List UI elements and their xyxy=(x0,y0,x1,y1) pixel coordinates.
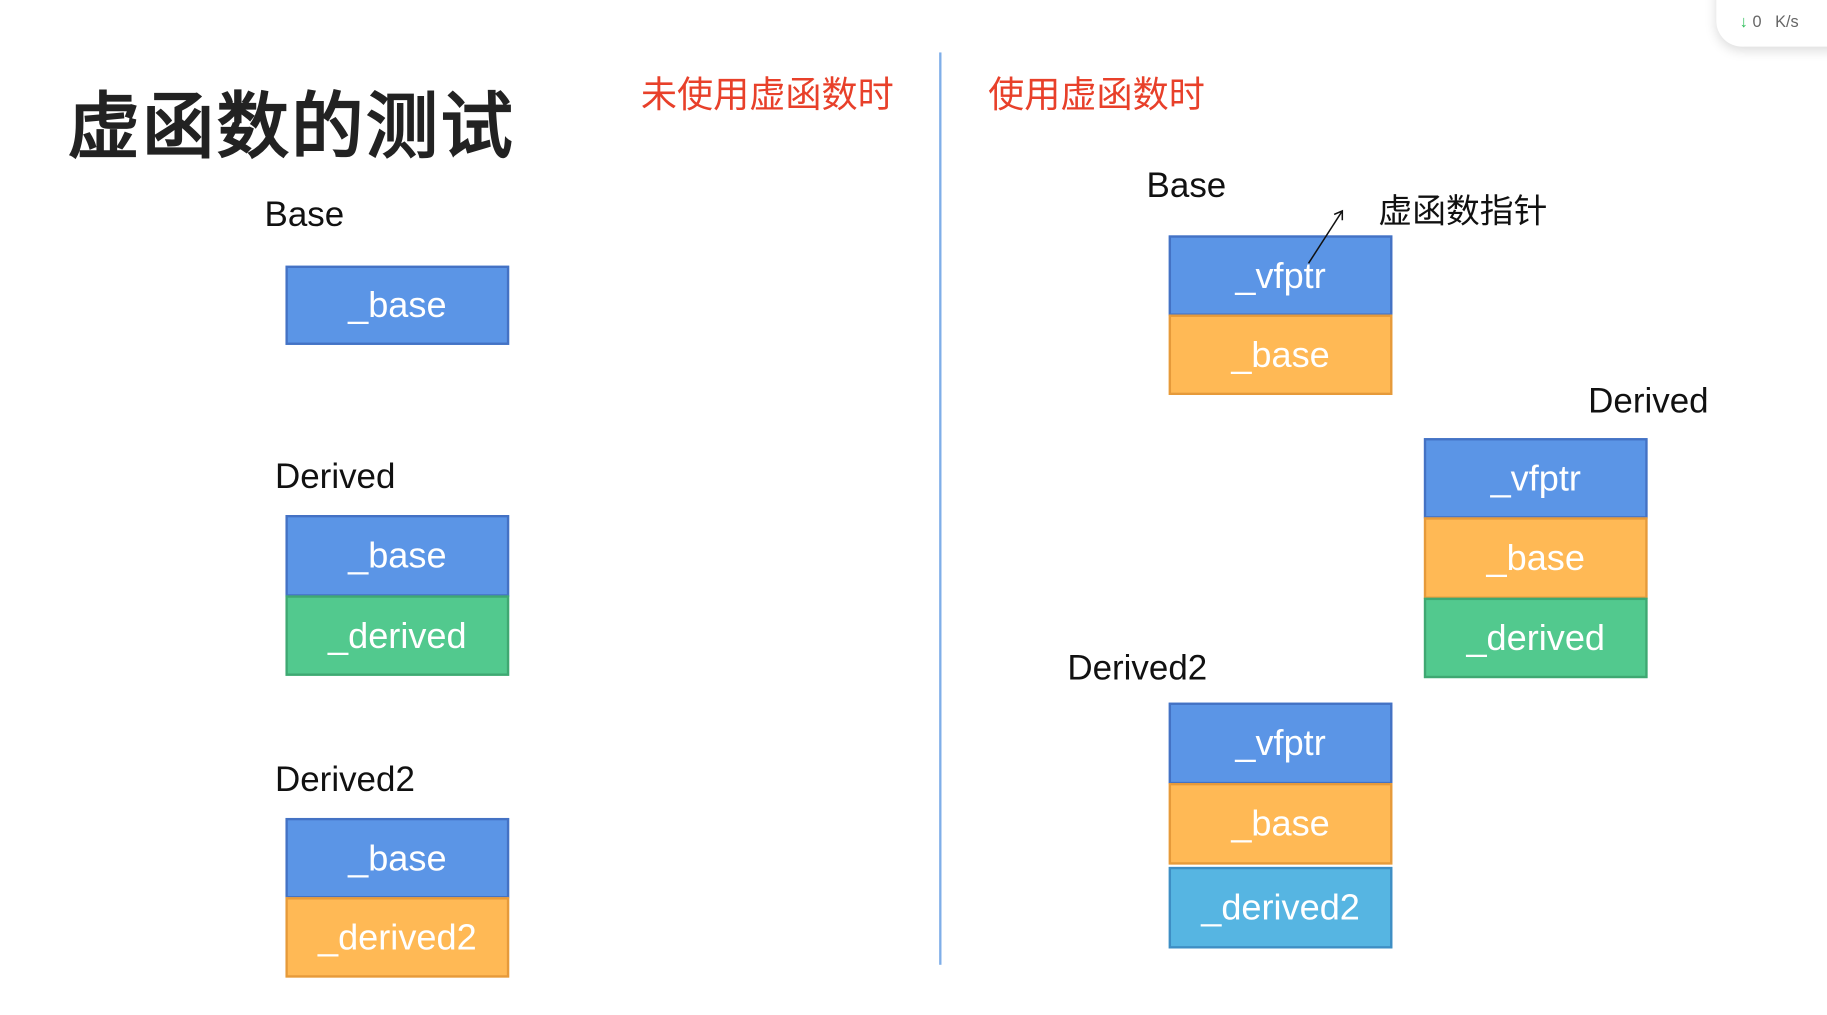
right-derived-field-derived: _derived xyxy=(1423,597,1648,679)
right-derived2-field-vfptr: _vfptr xyxy=(1168,702,1393,785)
arrow-down-icon: ↓ xyxy=(1739,11,1748,31)
right-derived2-field-base: _base xyxy=(1168,783,1393,865)
right-base-field-vfptr: _vfptr xyxy=(1168,235,1393,316)
left-derived2-label: Derived2 xyxy=(274,760,415,800)
download-speed: ↓0 K/s xyxy=(1740,12,1799,31)
right-heading: 使用虚函数时 xyxy=(988,74,1205,117)
left-derived-field-base: _base xyxy=(285,515,510,597)
divider xyxy=(939,52,942,965)
network-speed-widget[interactable]: ↓0 K/s xyxy=(1716,0,1827,47)
vfptr-annotation: 虚函数指针 xyxy=(1378,191,1548,231)
right-base-field-base: _base xyxy=(1168,314,1393,396)
left-derived-field-derived: _derived xyxy=(285,595,510,676)
right-derived2-field-derived2: _derived2 xyxy=(1168,866,1393,949)
right-derived2-label: Derived2 xyxy=(1067,649,1208,688)
arrow-icon xyxy=(1307,209,1344,264)
left-base-field-base: _base xyxy=(285,265,510,345)
right-base-label: Base xyxy=(1146,166,1227,206)
left-base-label: Base xyxy=(264,195,345,235)
page-title: 虚函数的测试 xyxy=(67,83,516,169)
download-unit: K/s xyxy=(1775,11,1799,31)
right-derived-label: Derived xyxy=(1588,382,1709,421)
left-heading: 未使用虚函数时 xyxy=(640,74,894,117)
right-derived-field-vfptr: _vfptr xyxy=(1423,438,1648,519)
left-derived2-field-derived2: _derived2 xyxy=(285,897,510,978)
download-value: 0 xyxy=(1752,11,1762,31)
left-derived-label: Derived xyxy=(274,457,396,497)
left-derived2-field-base: _base xyxy=(285,817,510,899)
right-derived-field-base: _base xyxy=(1423,517,1648,599)
